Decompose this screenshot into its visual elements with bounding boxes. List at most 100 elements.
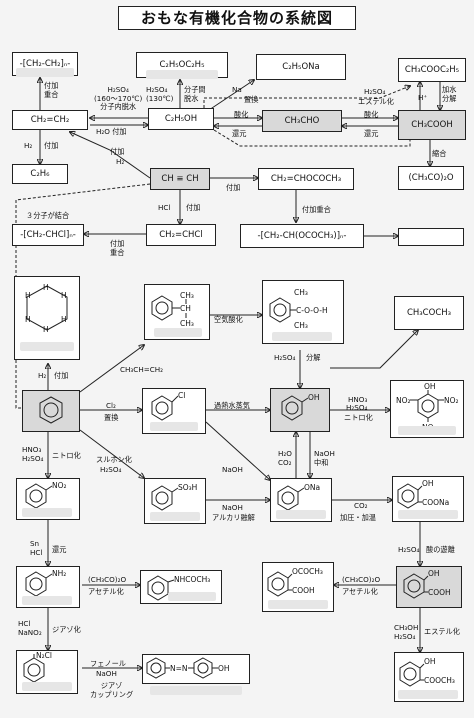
label-h2: H₂ (24, 141, 33, 150)
label-condensation: 縮合 (432, 149, 447, 158)
svg-text:N₂Cl: N₂Cl (36, 651, 52, 660)
benzenesulfonic-structure: SO₃H (150, 482, 204, 516)
ethanol-formula: C₂H₅OH (164, 114, 198, 124)
svg-text:H: H (61, 315, 67, 324)
label-acetylene-hcl: HCl (158, 203, 171, 212)
label-sulfonation: スルホン化 (96, 455, 132, 464)
label-reduction3: 還元 (52, 545, 67, 554)
svg-text:CH₃: CH₃ (180, 319, 194, 328)
svg-text:SO₃H: SO₃H (178, 483, 197, 492)
polyethylene-blank (16, 68, 74, 77)
ethane-box: C₂H₆ (12, 164, 68, 184)
label-h2-addition: 付加 (44, 141, 59, 150)
label-hno3-picric: HNO₃ (348, 395, 368, 404)
cumene-ch: CH (180, 304, 191, 313)
acetaldehyde-box: CH₃CHO (262, 110, 342, 132)
label-decomposition: 分解 (306, 353, 321, 362)
label-vinyl-chloride-polymer: 付加重合 (110, 239, 125, 257)
label-ac2o-2: (CH₃CO)₂O (342, 575, 381, 584)
ethane-formula: C₂H₆ (30, 169, 50, 179)
label-acetylation2: アセチル化 (342, 587, 378, 596)
acetone-formula: CH₃COCH₃ (406, 308, 452, 318)
label-addition-polymerization: 付加重合 (44, 81, 59, 99)
acetanilide-structure: NHCOCH₃ (146, 572, 220, 606)
label-alkali-fusion: アルカリ融解 (212, 513, 255, 522)
pvac-box: -[CH₂-CH(OCOCH₃)]ₙ- (240, 224, 364, 248)
vinyl-acetate-formula: CH₂=CHOCOCH₃ (270, 174, 342, 184)
svg-text:COOH: COOH (428, 588, 451, 597)
svg-text:NO₂: NO₂ (444, 396, 459, 405)
acetic-anhydride-formula: (CH₃CO)₂O (408, 173, 454, 183)
svg-text:CH₃: CH₃ (180, 291, 194, 300)
label-diazo-coupling: ジアゾカップリング (90, 681, 134, 699)
label-benzene-h2: H₂ (38, 371, 47, 380)
methyl-salicylate-blank (398, 690, 458, 699)
label-air-oxidation: 空気酸化 (214, 315, 243, 324)
acetone-box: CH₃COCH₃ (394, 296, 464, 330)
label-h-plus: H⁺ (418, 93, 428, 102)
acetic-acid-formula: CH₃COOH (411, 120, 453, 130)
picric-blank (398, 426, 456, 435)
phenoxide-blank (276, 510, 326, 519)
label-dehydration-inter-reagent: H₂SO₄(130℃) (146, 85, 174, 103)
aspirin-blank (268, 600, 328, 609)
svg-text:N=N: N=N (170, 664, 188, 673)
salicylic-acid-structure: OH COOH (402, 568, 462, 604)
label-benzene-h2-add: 付加 (54, 371, 69, 380)
cumene-structure: CH CH₃ CH₃ (150, 291, 206, 336)
azo-dye-box (142, 654, 250, 684)
phenol-structure: OH (280, 392, 326, 426)
ethyl-acetate-formula: CH₃COOC₂H₅ (404, 65, 460, 75)
label-pressure-heat: 加圧・加温 (340, 513, 376, 522)
pvac-formula: -[CH₂-CH(OCOCH₃)]ₙ- (257, 231, 347, 241)
label-h2so4-ester: H₂SO₄ (364, 87, 386, 96)
svg-text:NHCOCH₃: NHCOCH₃ (174, 575, 210, 584)
label-hydrolysis: 加水分解 (442, 85, 457, 103)
svg-text:CH₃: CH₃ (294, 321, 308, 330)
ethanol-box: C₂H₅OH (148, 108, 214, 130)
label-oxidation2: 酸化 (364, 110, 379, 119)
label-acetic-addition: 付加 (226, 183, 241, 192)
label-hcl-addition: 付加 (186, 203, 201, 212)
acetanilide-blank (168, 592, 216, 601)
label-diazotization: ジアゾ化 (52, 625, 81, 634)
label-vinyl-polymerization: 付加重合 (302, 205, 331, 214)
label-substitution: 置換 (244, 95, 259, 104)
svg-text:OH: OH (424, 382, 436, 391)
label-weak-acid: 酸の遊離 (426, 545, 455, 554)
label-nitration-picric: ニトロ化 (344, 413, 373, 422)
label-h2so4-decomp: H₂SO₄ (274, 353, 296, 362)
svg-text:H: H (43, 283, 49, 292)
svg-text:Cl: Cl (178, 391, 185, 400)
chlorobenzene-structure: Cl (150, 391, 200, 426)
label-acetylene-addition: 付加 (110, 147, 125, 156)
label-naoh-3: NaOH (222, 503, 243, 512)
aniline-blank (22, 596, 72, 605)
label-phenol: フェノール (90, 659, 126, 668)
label-esterification2: エステル化 (424, 627, 460, 636)
nitrobenzene-blank (22, 508, 72, 517)
chp-blank (272, 332, 332, 341)
svg-text:COONa: COONa (422, 498, 449, 507)
diethyl-ether-formula: C₂H₅OC₂H₅ (159, 60, 205, 70)
phenol-box (270, 388, 330, 432)
acetic-anhydride-box: (CH₃CO)₂O (398, 166, 464, 190)
label-oxidation: 酸化 (234, 110, 249, 119)
diethyl-ether-blank (146, 70, 218, 79)
sodium-ethoxide-box: C₂H₅ONa (256, 54, 346, 80)
label-trimer: ３分子が結合 (26, 211, 70, 220)
pvc-formula: -[CH₂-CHCl]ₙ- (20, 230, 76, 240)
cumene-blank (154, 328, 202, 337)
aspirin-structure: OCOCH₃ COOH (266, 564, 332, 602)
svg-text:OCOCH₃: OCOCH₃ (292, 567, 323, 576)
label-superheated-steam: 過熱水蒸気 (214, 401, 250, 410)
label-ac2o-1: (CH₃CO)₂O (88, 575, 127, 584)
label-h2so4-picric: H₂SO₄ (346, 403, 368, 412)
svg-text:NO₂: NO₂ (396, 396, 411, 405)
label-cl-sub: 置換 (104, 413, 119, 422)
label-acetylene-h2: H₂ (116, 157, 125, 166)
azo-dye-structure: N=N OH (146, 656, 248, 686)
